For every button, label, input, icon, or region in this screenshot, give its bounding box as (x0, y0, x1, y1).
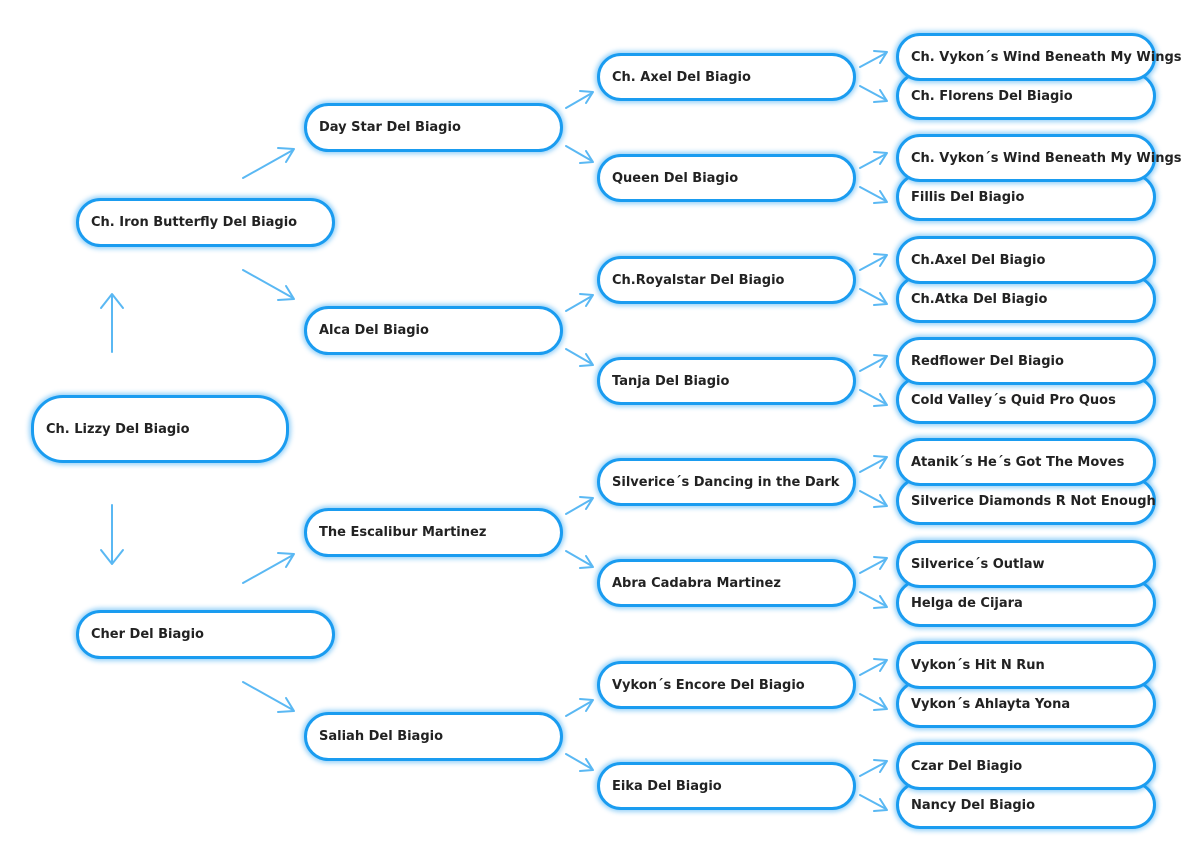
great-grandparent-name: Silverice´s Dancing in the Dark (612, 474, 840, 490)
great-grandparent-name: Ch. Axel Del Biagio (612, 69, 751, 85)
arrow-downright-icon (859, 389, 888, 407)
arrow-downright-icon (565, 550, 594, 569)
pedigree-sire[interactable]: Ch. Iron Butterfly Del Biagio (76, 198, 335, 247)
ggg-parent-name: Fillis Del Biagio (911, 189, 1025, 205)
pedigree-great-grandparent[interactable]: Silverice´s Dancing in the Dark (597, 458, 856, 506)
pedigree-great-grandparent[interactable]: Ch. Axel Del Biagio (597, 53, 856, 101)
arrow-downright-icon (565, 753, 594, 772)
ggg-parent-name: Ch. Florens Del Biagio (911, 88, 1073, 104)
pedigree-ggg-parent[interactable]: Ch. Vykon´s Wind Beneath My Wings (896, 33, 1182, 81)
pedigree-grandparent[interactable]: Alca Del Biagio (304, 306, 563, 355)
ggg-parent-name: Vykon´s Ahlayta Yona (911, 696, 1071, 712)
pedigree-ggg-parent[interactable]: Redflower Del Biagio (896, 337, 1156, 385)
arrow-downright-icon (859, 693, 888, 711)
ggg-parent-name: Silverice Diamonds R Not Enough (911, 493, 1156, 509)
arrow-downright-icon (242, 269, 295, 301)
arrow-downright-icon (859, 591, 888, 609)
great-grandparent-name: Abra Cadabra Martinez (612, 575, 781, 591)
pedigree-grandparent[interactable]: Day Star Del Biagio (304, 103, 563, 152)
ggg-parent-name: Ch. Vykon´s Wind Beneath My Wings (911, 150, 1182, 166)
grandparent-name: Saliah Del Biagio (319, 729, 444, 744)
ggg-parent-name: Ch.Atka Del Biagio (911, 291, 1048, 307)
pedigree-great-grandparent[interactable]: Ch.Royalstar Del Biagio (597, 256, 856, 304)
ggg-parent-name: Silverice´s Outlaw (911, 556, 1045, 572)
arrow-downright-icon (859, 85, 888, 103)
pedigree-ggg-parent[interactable]: Ch.Axel Del Biagio (896, 236, 1156, 284)
ggg-parent-name: Ch. Vykon´s Wind Beneath My Wings (911, 49, 1182, 65)
ggg-parent-name: Vykon´s Hit N Run (911, 657, 1045, 673)
ggg-parent-name: Helga de Cijara (911, 595, 1023, 611)
ggg-parent-name: Ch.Axel Del Biagio (911, 252, 1046, 268)
arrow-downright-icon (242, 681, 295, 713)
pedigree-subject[interactable]: Ch. Lizzy Del Biagio (31, 395, 289, 463)
great-grandparent-name: Vykon´s Encore Del Biagio (612, 677, 805, 693)
ggg-parent-name: Redflower Del Biagio (911, 353, 1064, 369)
arrow-upright-icon (242, 552, 295, 584)
pedigree-grandparent[interactable]: Saliah Del Biagio (304, 712, 563, 761)
pedigree-great-grandparent[interactable]: Tanja Del Biagio (597, 357, 856, 405)
arrow-upright-icon (859, 759, 888, 777)
pedigree-ggg-parent[interactable]: Vykon´s Hit N Run (896, 641, 1156, 689)
arrow-upright-icon (565, 496, 594, 515)
arrow-down-icon (100, 504, 124, 565)
arrow-up-icon (100, 293, 124, 353)
grandparent-name: The Escalibur Martinez (319, 525, 487, 540)
arrow-upright-icon (565, 698, 594, 717)
arrow-upright-icon (859, 50, 888, 68)
arrow-upright-icon (565, 293, 594, 312)
pedigree-great-grandparent[interactable]: Eika Del Biagio (597, 762, 856, 810)
dam-name: Cher Del Biagio (91, 627, 204, 642)
arrow-downright-icon (859, 288, 888, 306)
pedigree-dam[interactable]: Cher Del Biagio (76, 610, 335, 659)
pedigree-ggg-parent[interactable]: Ch. Vykon´s Wind Beneath My Wings (896, 134, 1182, 182)
arrow-downright-icon (859, 794, 888, 812)
arrow-upright-icon (565, 90, 594, 109)
arrow-upright-icon (859, 556, 888, 574)
pedigree-ggg-parent[interactable]: Czar Del Biagio (896, 742, 1156, 790)
ggg-parent-name: Atanik´s He´s Got The Moves (911, 454, 1125, 470)
ggg-parent-name: Czar Del Biagio (911, 758, 1023, 774)
great-grandparent-name: Eika Del Biagio (612, 778, 722, 794)
arrow-downright-icon (565, 348, 594, 367)
great-grandparent-name: Queen Del Biagio (612, 170, 739, 186)
ggg-parent-name: Cold Valley´s Quid Pro Quos (911, 392, 1116, 408)
great-grandparent-name: Ch.Royalstar Del Biagio (612, 272, 785, 288)
pedigree-great-grandparent[interactable]: Vykon´s Encore Del Biagio (597, 661, 856, 709)
great-grandparent-name: Tanja Del Biagio (612, 373, 730, 389)
sire-name: Ch. Iron Butterfly Del Biagio (91, 215, 298, 230)
pedigree-grandparent[interactable]: The Escalibur Martinez (304, 508, 563, 557)
arrow-upright-icon (859, 455, 888, 473)
arrow-downright-icon (859, 490, 888, 508)
arrow-upright-icon (859, 253, 888, 271)
pedigree-great-grandparent[interactable]: Queen Del Biagio (597, 154, 856, 202)
arrow-upright-icon (242, 147, 295, 179)
arrow-upright-icon (859, 151, 888, 169)
pedigree-great-grandparent[interactable]: Abra Cadabra Martinez (597, 559, 856, 607)
grandparent-name: Day Star Del Biagio (319, 120, 461, 135)
arrow-upright-icon (859, 354, 888, 372)
pedigree-ggg-parent[interactable]: Silverice´s Outlaw (896, 540, 1156, 588)
arrow-downright-icon (859, 186, 888, 204)
arrow-upright-icon (859, 658, 888, 676)
ggg-parent-name: Nancy Del Biagio (911, 797, 1036, 813)
grandparent-name: Alca Del Biagio (319, 323, 429, 338)
subject-name: Ch. Lizzy Del Biagio (46, 421, 190, 437)
pedigree-ggg-parent[interactable]: Atanik´s He´s Got The Moves (896, 438, 1156, 486)
arrow-downright-icon (565, 145, 594, 164)
